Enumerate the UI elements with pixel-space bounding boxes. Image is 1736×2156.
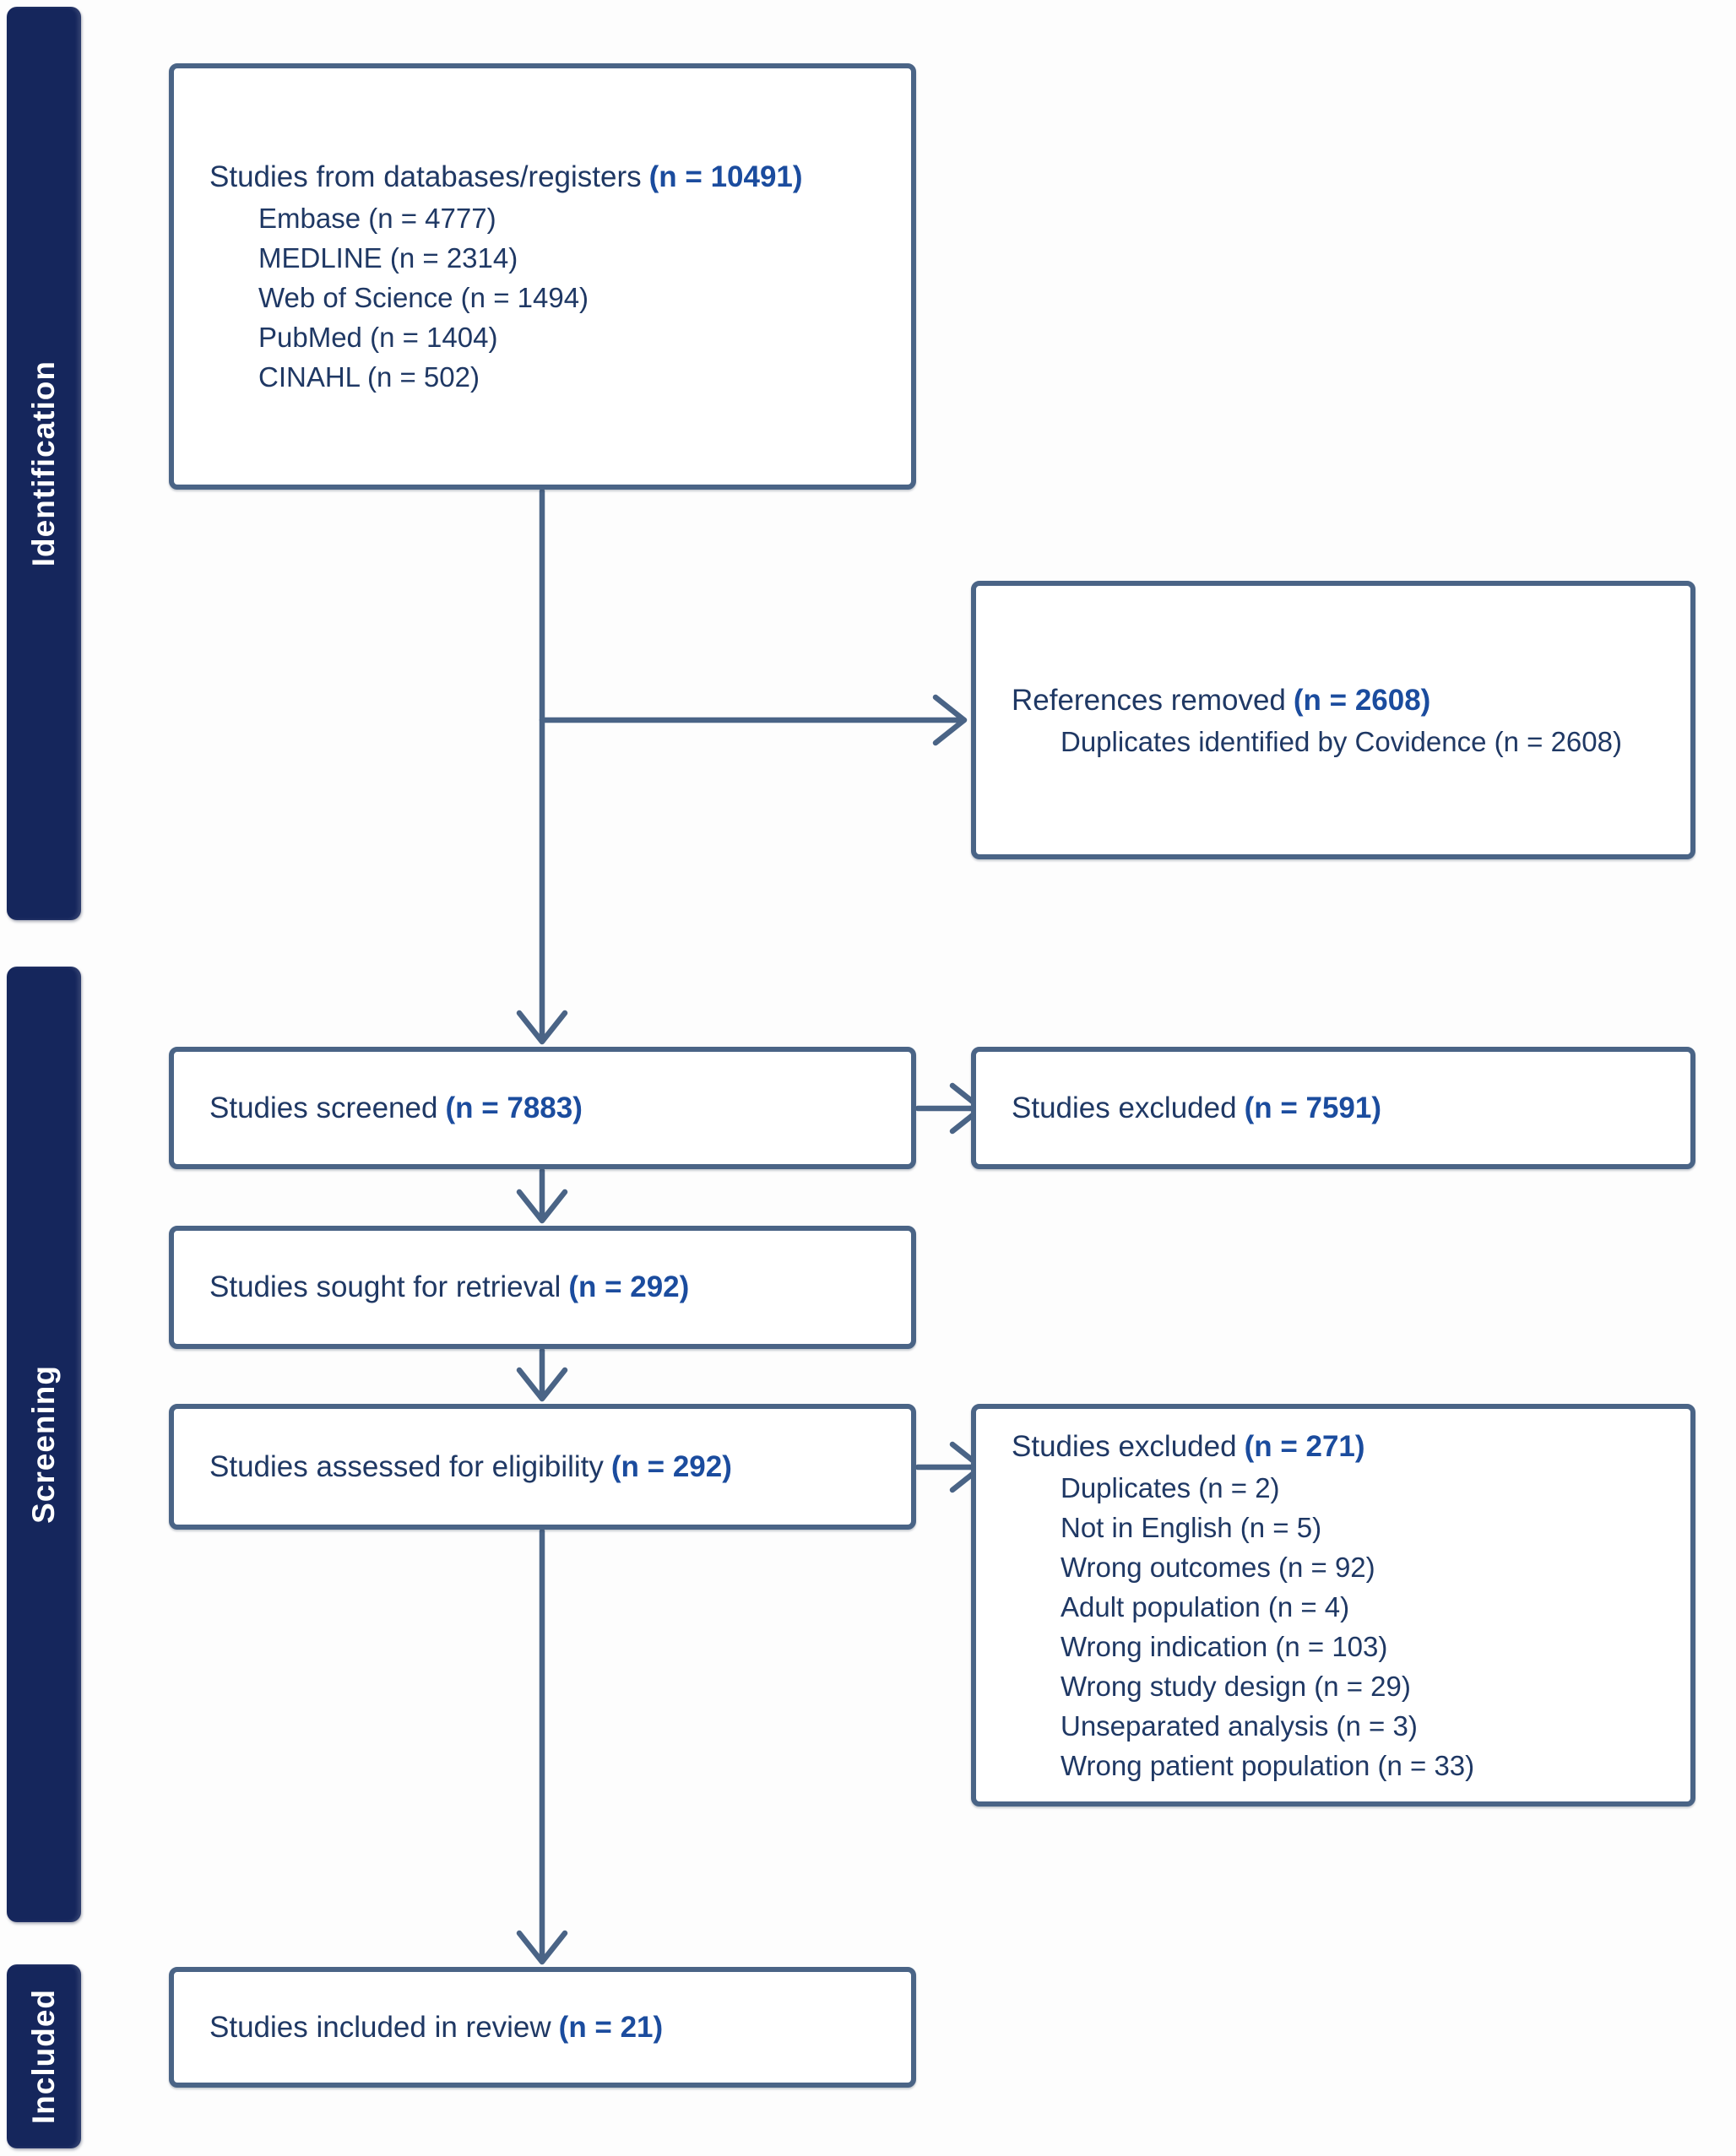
stage-label-identification: Identification (26, 360, 61, 567)
box-title-text: Studies included in review (209, 2010, 551, 2044)
stage-bar-screening: Screening (7, 967, 81, 1922)
box-studies-excluded-eligibility: Studies excluded(n = 271) Duplicates (n … (971, 1404, 1695, 1807)
list-item: Wrong patient population (n = 33) (1061, 1749, 1475, 1781)
box-count: (n = 7591) (1244, 1091, 1382, 1124)
box-studies-assessed: Studies assessed for eligibility(n = 292… (169, 1404, 916, 1530)
list-item: Embase (n = 4777) (258, 203, 496, 234)
box-title: Studies sought for retrieval(n = 292) (209, 1266, 898, 1308)
list-item: Unseparated analysis (n = 3) (1061, 1709, 1418, 1742)
list-item: PubMed (n = 1404) (258, 322, 498, 353)
stage-bar-included: Included (7, 1964, 81, 2148)
box-count: (n = 21) (558, 2010, 664, 2044)
box-count: (n = 10491) (648, 160, 803, 193)
box-title-text: Studies excluded (1012, 1429, 1237, 1463)
box-title: Studies assessed for eligibility(n = 292… (209, 1446, 898, 1488)
box-studies-from-databases: Studies from databases/registers(n = 104… (169, 63, 916, 490)
box-title: Studies included in review(n = 21) (209, 2007, 898, 2049)
box-title: References removed(n = 2608) (1012, 680, 1677, 722)
box-studies-sought: Studies sought for retrieval(n = 292) (169, 1226, 916, 1349)
box-count: (n = 292) (610, 1449, 732, 1483)
box-count: (n = 2608) (1293, 683, 1431, 717)
box-title-text: Studies sought for retrieval (209, 1270, 561, 1303)
box-title: Studies excluded(n = 7591) (1012, 1087, 1677, 1129)
box-references-removed: References removed(n = 2608) Duplicates … (971, 581, 1695, 859)
box-count: (n = 271) (1244, 1429, 1365, 1463)
connector-screened-to-sought-arrow (516, 1167, 568, 1224)
connector-sought-to-assessed-arrow (516, 1347, 568, 1402)
list-item: Duplicates identified by Covidence (n = … (1061, 725, 1622, 757)
stage-label-included: Included (26, 1988, 61, 2125)
box-title-text: Studies excluded (1012, 1091, 1237, 1124)
box-studies-excluded-screening: Studies excluded(n = 7591) (971, 1047, 1695, 1169)
list-item: Wrong outcomes (n = 92) (1061, 1551, 1375, 1583)
list-item: MEDLINE (n = 2314) (258, 242, 518, 274)
box-studies-included: Studies included in review(n = 21) (169, 1967, 916, 2088)
box-title-text: Studies from databases/registers (209, 160, 642, 193)
stage-label-screening: Screening (26, 1365, 61, 1524)
box-title: Studies excluded(n = 271) (1012, 1426, 1677, 1468)
connector-branch-to-references-removed-arrow (539, 694, 968, 746)
stage-bar-identification: Identification (7, 7, 81, 920)
box-title-text: Studies assessed for eligibility (209, 1449, 604, 1483)
list-item: Web of Science (n = 1494) (258, 282, 589, 313)
connector-assessed-to-included-arrow (516, 1528, 568, 1965)
box-count: (n = 292) (568, 1270, 690, 1303)
list-item: Wrong indication (n = 103) (1061, 1630, 1388, 1662)
list-item: CINAHL (n = 502) (258, 361, 480, 393)
box-count: (n = 7883) (445, 1091, 583, 1124)
list-item: Adult population (n = 4) (1061, 1590, 1350, 1622)
box-title-text: References removed (1012, 683, 1286, 717)
connector-databases-to-screened-arrow (516, 488, 568, 1045)
list-item: Duplicates (n = 2) (1061, 1471, 1280, 1503)
box-studies-screened: Studies screened(n = 7883) (169, 1047, 916, 1169)
list-item: Not in English (n = 5) (1061, 1511, 1322, 1543)
box-title: Studies screened(n = 7883) (209, 1087, 898, 1129)
box-title: Studies from databases/registers(n = 104… (209, 156, 898, 198)
box-title-text: Studies screened (209, 1091, 438, 1124)
list-item: Wrong study design (n = 29) (1061, 1670, 1411, 1702)
